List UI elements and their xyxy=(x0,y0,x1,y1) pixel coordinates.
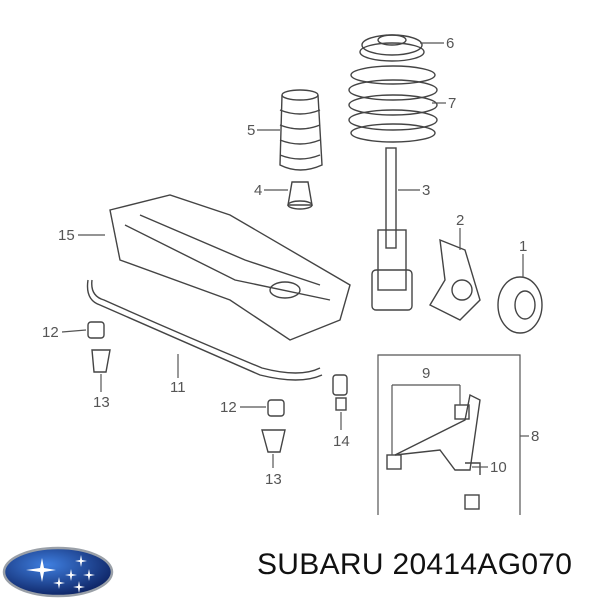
part-hub xyxy=(497,276,543,334)
svg-text:3: 3 xyxy=(422,182,430,199)
svg-text:8: 8 xyxy=(531,428,539,445)
callout-12a: 12 xyxy=(42,324,87,341)
svg-text:13: 13 xyxy=(265,471,282,488)
svg-text:1: 1 xyxy=(519,238,527,255)
callout-8: 8 xyxy=(520,428,539,445)
callout-9: 9 xyxy=(422,365,430,382)
svg-text:13: 13 xyxy=(93,394,110,411)
callout-13a: 13 xyxy=(93,374,110,411)
part-boot xyxy=(279,89,323,171)
callout-15: 15 xyxy=(58,227,105,244)
svg-text:11: 11 xyxy=(170,379,186,396)
svg-text:9: 9 xyxy=(422,365,430,382)
callout-11: 11 xyxy=(170,354,186,396)
svg-text:12: 12 xyxy=(220,399,237,416)
part-bushings xyxy=(87,321,348,453)
part-knuckle xyxy=(429,238,481,321)
svg-text:4: 4 xyxy=(254,182,262,199)
svg-text:14: 14 xyxy=(333,433,350,450)
callout-2: 2 xyxy=(456,212,464,250)
callout-7: 7 xyxy=(432,95,456,112)
svg-text:10: 10 xyxy=(490,459,507,476)
svg-text:15: 15 xyxy=(58,227,75,244)
part-lower-arm xyxy=(377,354,521,515)
callout-1: 1 xyxy=(519,238,527,278)
parts-diagram: 6 7 5 3 4 2 1 15 12 13 11 12 9 8 10 14 1… xyxy=(42,34,543,515)
callout-10: 10 xyxy=(472,459,507,476)
callout-12b: 12 xyxy=(220,399,266,416)
part-number-caption: SUBARU 20414AG070 xyxy=(257,548,573,581)
part-stabilizer-bar xyxy=(86,279,323,381)
part-coil-spring xyxy=(348,65,438,143)
part-crossmember xyxy=(109,194,351,341)
callout-4: 4 xyxy=(254,182,288,199)
svg-text:7: 7 xyxy=(448,95,456,112)
svg-text:2: 2 xyxy=(456,212,464,229)
callout-13b: 13 xyxy=(265,454,282,488)
part-bump-stop xyxy=(287,181,313,210)
callout-14: 14 xyxy=(333,412,350,450)
svg-text:6: 6 xyxy=(446,35,454,52)
callout-6: 6 xyxy=(420,35,454,52)
subaru-logo xyxy=(2,546,114,598)
callout-5: 5 xyxy=(247,122,280,139)
svg-text:5: 5 xyxy=(247,122,255,139)
star-cluster-icon xyxy=(26,555,95,593)
part-strut xyxy=(371,147,413,311)
callout-3: 3 xyxy=(398,182,430,199)
part-spring-seat xyxy=(359,34,425,62)
svg-text:12: 12 xyxy=(42,324,59,341)
